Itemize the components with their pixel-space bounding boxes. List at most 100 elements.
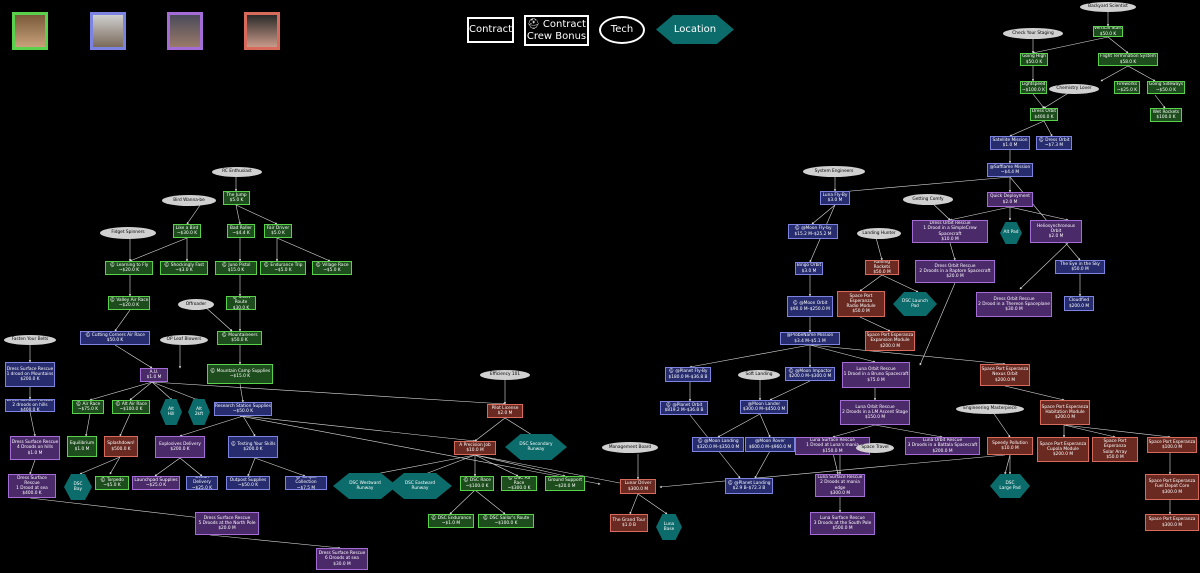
node-m5[interactable]: Bad Roller ~$4.4 K: [227, 224, 255, 238]
node-n60[interactable]: The Grand Tour $1.0 B: [610, 514, 648, 532]
node-m51[interactable]: ⛑ DSC Endurance ~$1.0 M: [428, 514, 474, 528]
node-n50[interactable]: Space Port Esperanza Cupola Module $200.…: [1037, 437, 1089, 462]
node-m25[interactable]: ⛑ Air Race ~$75.0 K: [72, 400, 104, 414]
node-n51[interactable]: Space Port Esperanza Solar Array $50.0 M: [1092, 437, 1138, 462]
node-n16[interactable]: Getting Comfy: [903, 194, 953, 205]
node-n20[interactable]: Dress Orbit Rescue 1 Drood in a SimpleCr…: [912, 220, 988, 243]
node-n22[interactable]: Heliosynchronous Orbit $2.0 M: [1030, 220, 1082, 243]
node-m37[interactable]: DSC Secondary Runway: [505, 434, 567, 460]
node-m29[interactable]: Research Station Supplies ~$50.0 K: [214, 402, 272, 416]
node-m11[interactable]: ⛑ Endurance Trip ~$5.0 K: [260, 261, 306, 275]
avatar-2[interactable]: [90, 12, 126, 50]
node-m13[interactable]: ⛑ Valley Air Race ~$20.0 K: [108, 296, 150, 310]
node-m2[interactable]: The Jump $5.0 K: [223, 191, 250, 205]
node-n12[interactable]: Satellite Mission $1.0 M: [990, 136, 1030, 150]
node-n14[interactable]: @Saffiame Mission ~$4.4 M: [987, 163, 1033, 177]
node-n35[interactable]: ⛑ @Planet Fly-By $180.0 M–$36.8 B: [665, 367, 711, 382]
node-n13[interactable]: ⛑ Dress Orbit ~$7.3 M: [1036, 136, 1072, 150]
node-m34[interactable]: Explosives Delivery $200.0 K: [155, 436, 205, 458]
node-m45[interactable]: DSC Westward Runway: [333, 473, 397, 499]
node-m46[interactable]: DSC Eastward Runway: [388, 473, 452, 499]
node-m53[interactable]: Dress Surface Rescue 6 Droods at sea $30…: [316, 548, 368, 570]
node-n58[interactable]: Luna Surface Rescue 2 Droods at mania ed…: [815, 474, 865, 497]
node-m49[interactable]: Ground Support ~$20.0 M: [545, 476, 585, 491]
avatar-4[interactable]: [244, 12, 280, 50]
node-n10[interactable]: Dress Orbit $400.0 K: [1030, 108, 1058, 121]
node-n31[interactable]: Cloudfied $200.0 M: [1064, 296, 1094, 311]
node-n8[interactable]: Fireworks ~$25.0 K: [1114, 81, 1140, 94]
node-n9[interactable]: Going Sideways ~$50.0 K: [1147, 81, 1185, 94]
node-n4[interactable]: Going High $50.0 K: [1020, 53, 1048, 66]
node-m8[interactable]: ⛑ Learning to Fly ~$20.0 K: [105, 261, 153, 275]
node-m48[interactable]: ⛑ DSC Air Race ~$300.0 K: [501, 476, 537, 491]
node-m10[interactable]: ⛑ Juno Pistol $15.0 K: [215, 261, 257, 275]
node-n30[interactable]: Dress Orbit Rescue 2 Drood in a Thereon …: [976, 292, 1052, 317]
node-m18[interactable]: OP Leaf Blowers: [160, 335, 208, 345]
node-n43[interactable]: Engineering Masterpiece: [956, 404, 1024, 414]
node-n41[interactable]: @Moon Lander $300.0 M–$450.0 M: [740, 400, 788, 414]
node-m28[interactable]: Alt 2kft: [188, 399, 210, 425]
node-n54[interactable]: ⛑ @Planet Landing $2.9 B–$72.3 B: [725, 478, 773, 494]
node-m33[interactable]: Splashdown! $500.0 K: [104, 436, 138, 457]
node-n29[interactable]: DSC Launch Pad: [893, 292, 937, 316]
node-m31[interactable]: Dress Surface Rescue 4 Droods on hills $…: [10, 436, 60, 460]
node-n44[interactable]: Space Port Esperanza Habitation Module $…: [1040, 400, 1090, 425]
node-n15[interactable]: System Engineers: [803, 166, 865, 177]
node-m9[interactable]: ⛑ Shockingly Fast ~$3.0 K: [160, 261, 208, 275]
node-m1[interactable]: RC Enthusiast: [212, 167, 262, 177]
node-n55[interactable]: Space Travel: [856, 443, 894, 453]
node-m27[interactable]: Alt Hill: [160, 399, 182, 425]
avatar-3[interactable]: [167, 12, 203, 50]
node-n36[interactable]: Soft Landing: [738, 370, 780, 380]
node-n28[interactable]: Space Port Esperanza Radio Module $50.0 …: [837, 291, 885, 317]
node-m47[interactable]: ⛑ DSC Race ~$100.0 K: [460, 476, 494, 491]
node-n34[interactable]: @ProbeName Mission $3.4 M–$5.1 M: [780, 332, 840, 345]
node-m4[interactable]: Like a Bird ~$30.0 K: [173, 224, 201, 238]
node-n3[interactable]: Vertical Start $50.0 K: [1093, 26, 1123, 37]
node-n40[interactable]: ⛑ @Planet Orbit $819.2 M–$36.8 B: [660, 401, 708, 415]
node-m50[interactable]: Dress Surface Rescue 5 Droods at the Nor…: [195, 512, 259, 535]
node-n52[interactable]: Space Port Esperanza $100.0 M: [1147, 437, 1197, 453]
node-n62[interactable]: Luna Surface Rescue 3 Droods at the Sout…: [810, 512, 875, 535]
node-m36[interactable]: A Precision Job $10.0 M: [454, 441, 496, 455]
node-n53[interactable]: Management Board: [602, 442, 658, 453]
node-m20[interactable]: Dress Surface Rescue 1 drood on Mountain…: [5, 362, 55, 387]
node-n57[interactable]: Lunar Driver $300.0 M: [620, 479, 656, 494]
node-n5[interactable]: Flight Termination System $58.0 K: [1098, 53, 1158, 66]
node-m12[interactable]: ⛑ Village Race ~$5.0 K: [312, 261, 352, 275]
node-n18[interactable]: Luna Fly-By $3.0 M: [820, 191, 850, 205]
node-n45[interactable]: ⛑ @Moon Landing $320.0 M–$350.0 M: [692, 437, 744, 452]
node-m24[interactable]: Dress Surface Rescue 2 droods on hills $…: [5, 399, 55, 412]
node-n2[interactable]: Check Your Staging: [1003, 28, 1063, 39]
node-m30[interactable]: Pilot License $2.0 M: [487, 404, 523, 418]
node-m38[interactable]: Dress Surface Rescue 1 Drood at sea $400…: [8, 474, 56, 498]
node-n7[interactable]: Lightspeed ~$100.0 K: [1020, 81, 1047, 94]
node-n48[interactable]: Luna Orbit Rescue 3 Droods in a Battala …: [905, 437, 980, 455]
node-n42[interactable]: Luna Orbit Rescue 2 Droods in a LM Ascen…: [840, 400, 910, 425]
node-m52[interactable]: ⛑ DSC Sailor's Route ~$100.0 K: [478, 514, 534, 528]
node-n33[interactable]: Space Port Esperanza Expansion Module $2…: [865, 331, 915, 351]
node-n24[interactable]: Raining Rockets $50.0 M: [865, 260, 899, 275]
node-m41[interactable]: Launchpad Supplies ~$25.0 K: [132, 476, 180, 490]
node-m19[interactable]: ⛑ Mountaineers $50.0 K: [217, 331, 262, 345]
node-m43[interactable]: Outpost Supplies ~$50.0 K: [226, 476, 270, 490]
node-m16[interactable]: Fasten Your Belts: [4, 335, 56, 345]
node-m3[interactable]: Bird Wanna-be: [162, 195, 216, 206]
node-n32[interactable]: ⛑ @Moon Orbit $90.0 M–$250.0 M: [787, 296, 833, 317]
node-n61[interactable]: Luna Base: [656, 514, 682, 540]
node-m26[interactable]: ⛑ Alt Air Race ~$100.0 K: [112, 400, 150, 414]
node-n59[interactable]: Space Port Esperanza Fuel Depot Core $30…: [1145, 474, 1199, 500]
node-n1[interactable]: Backyard Scientist: [1080, 2, 1136, 12]
node-n63[interactable]: Space Port Esperanza $300.0 M: [1145, 514, 1199, 531]
node-n25[interactable]: Dress Orbit Rescue 2 Droods in a Raptore…: [915, 260, 995, 283]
node-m40[interactable]: ⛑ Torpedo ~$5.0 K: [95, 476, 129, 490]
node-n39[interactable]: ⛑ @Moon Impactor $200.0 M–$300.0 M: [785, 367, 835, 381]
node-m39[interactable]: DSC Bay: [64, 474, 92, 500]
node-m42[interactable]: Ocean Delivery ~$25.0 K: [186, 476, 218, 490]
node-n27[interactable]: Bingo Orbit $3.0 M: [795, 262, 823, 275]
node-m14[interactable]: Offroader: [178, 299, 214, 310]
node-n49[interactable]: Speedy Pollution $10.0 M: [987, 437, 1033, 455]
node-m7[interactable]: Fidget Spinners: [100, 227, 156, 239]
avatar-1[interactable]: [12, 12, 48, 50]
node-n37[interactable]: Luna Orbit Rescue 1 Drood in a Bruno Spa…: [842, 362, 910, 388]
